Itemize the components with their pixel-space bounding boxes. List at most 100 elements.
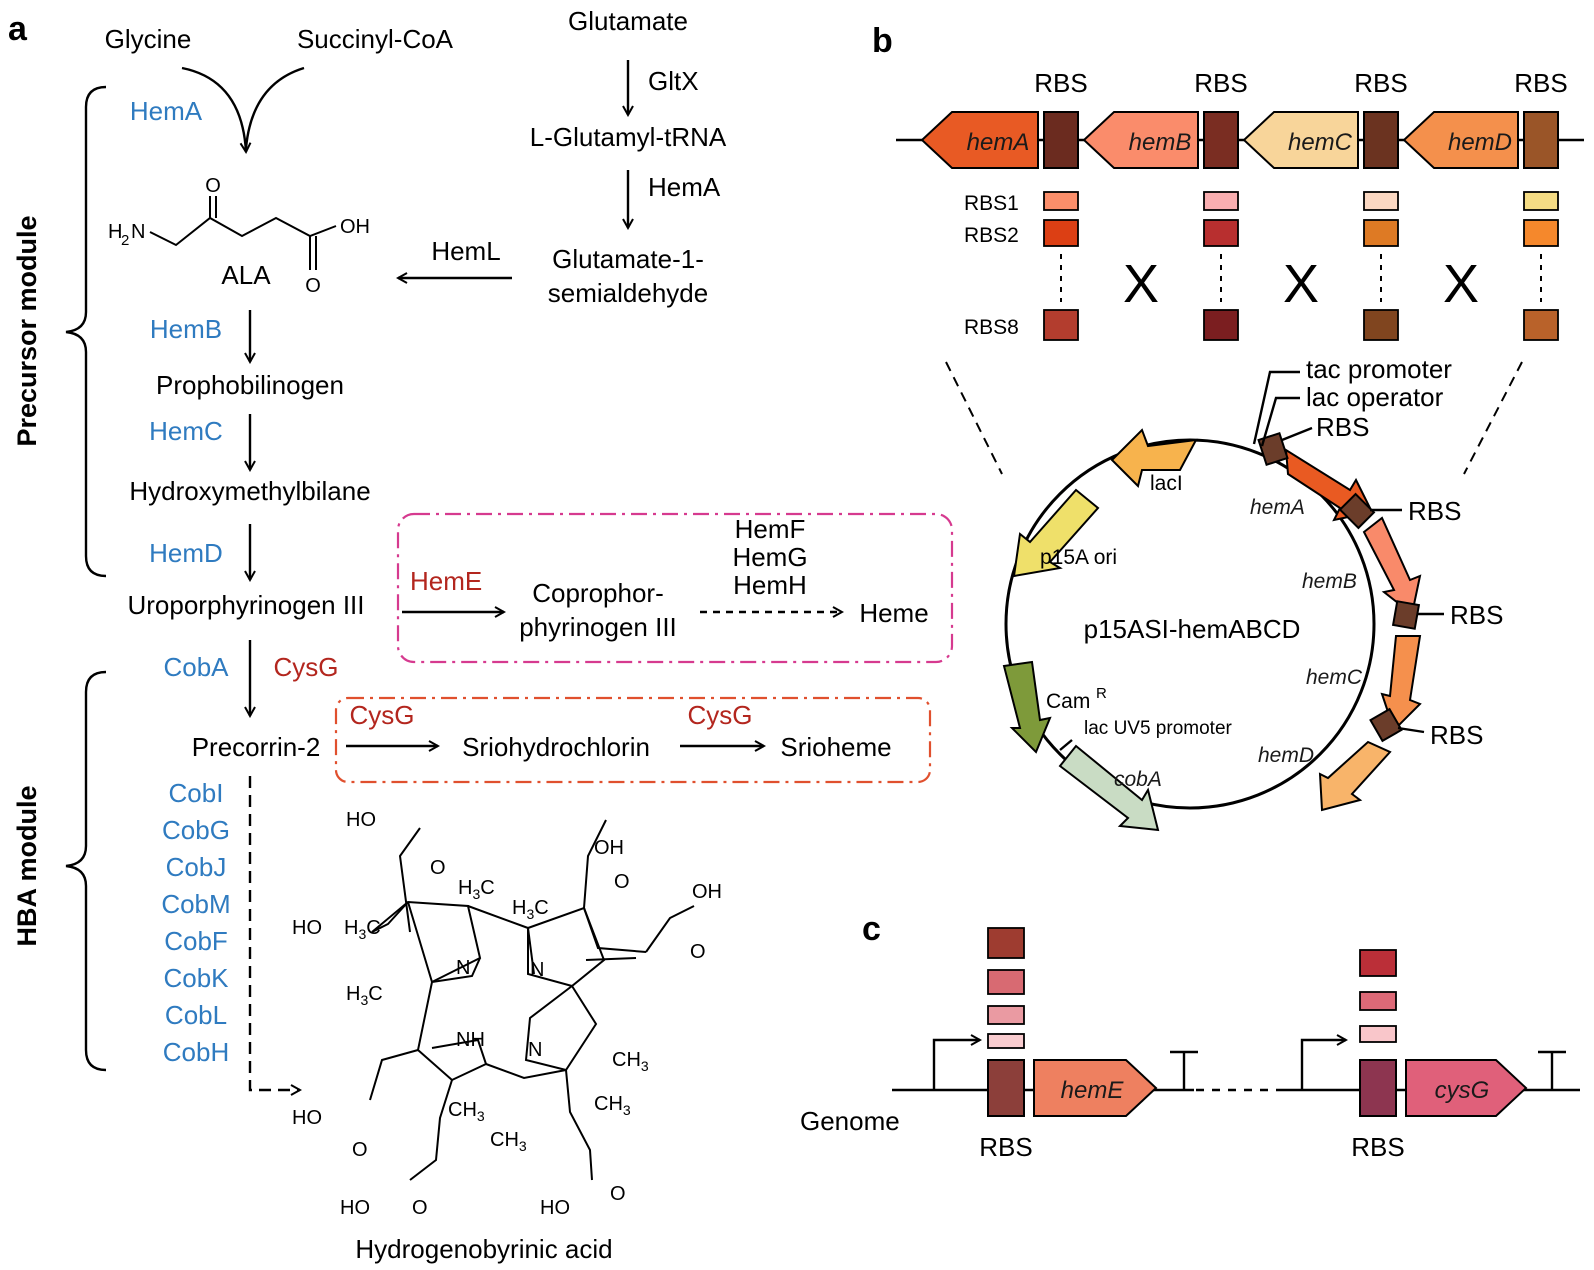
hba-ho-bottom-left: HO xyxy=(292,1107,322,1129)
enzyme-cysg: CysG xyxy=(274,652,339,682)
hba-ch3-3: CH3 xyxy=(448,1099,485,1124)
hba-n-2: N xyxy=(530,959,544,981)
operon-rbs-label-3: RBS xyxy=(1354,68,1407,98)
gene-hemA-label: hemA xyxy=(967,129,1030,156)
operon-rbs-4 xyxy=(1523,111,1559,169)
hba-nh: NH xyxy=(456,1029,485,1051)
rbs-leader-1 xyxy=(1281,426,1313,442)
plasmid-cobA-arrow xyxy=(1058,744,1160,832)
panel-label-a: a xyxy=(8,10,28,48)
hba-n-1: N xyxy=(456,957,470,979)
gene-hemE-arrow xyxy=(1033,1059,1158,1117)
promoter-arrow-right xyxy=(1300,1040,1346,1090)
enzyme-cobj: CobJ xyxy=(166,852,227,882)
operon-rbs-3 xyxy=(1363,111,1399,169)
coproporphyrinogen-line1: Coprophor- xyxy=(532,578,664,608)
plasmid-cam-label: Cam xyxy=(1046,690,1090,713)
porphobilinogen-label: Prophobilinogen xyxy=(156,370,344,400)
plasmid-hemC-arrow xyxy=(1380,635,1422,732)
gene-hemD-label: hemD xyxy=(1448,129,1512,156)
glycine-label: Glycine xyxy=(105,24,192,54)
enzyme-cobm: CobM xyxy=(161,889,230,919)
rbs8-variant-hemB xyxy=(1203,309,1239,341)
heme-label: Heme xyxy=(859,598,928,628)
merge-arrow xyxy=(181,66,246,152)
zoom-line-left xyxy=(945,361,1003,475)
plasmid-lacI-label: lacI xyxy=(1150,472,1183,495)
product-label: Hydrogenobyrinic acid xyxy=(355,1234,612,1264)
plasmid-cobA-label: cobA xyxy=(1114,768,1162,791)
hba-h3c-1: H3C xyxy=(344,917,381,942)
hba-h3c-4: H3C xyxy=(346,983,383,1008)
rbs-variant-label-8: RBS8 xyxy=(964,316,1019,339)
combination-cross-1: X xyxy=(1123,254,1159,314)
hba-o-bottom-1: O xyxy=(412,1197,428,1219)
gene-hemD-arrow xyxy=(1402,111,1519,169)
enzyme-gltx: GltX xyxy=(648,66,699,96)
hba-ho-bottom-2: HO xyxy=(540,1197,570,1219)
right-rbs-option-1 xyxy=(1359,949,1397,977)
enzyme-cobl: CobL xyxy=(165,1000,227,1030)
plasmid-hemC-label: hemC xyxy=(1306,666,1363,689)
plasmid-ori-label: p15A ori xyxy=(1040,546,1117,569)
ala-structure: H 2 N O OH O xyxy=(108,175,370,297)
terminator-right xyxy=(1538,1050,1566,1090)
siroheme-label: Srioheme xyxy=(780,732,891,762)
uroporphyrinogen-label: Uroporphyrinogen III xyxy=(127,590,364,620)
siroheme-branch-box xyxy=(334,696,932,784)
glutamate-semialdehyde-line1: Glutamate-1- xyxy=(552,244,704,274)
glutamate-label: Glutamate xyxy=(568,6,688,36)
enzyme-hemb: HemB xyxy=(150,314,222,344)
enzyme-cobi: CobI xyxy=(169,778,224,808)
enzyme-heml: HemL xyxy=(431,236,500,266)
plasmid-cam-superscript: R xyxy=(1096,685,1107,702)
hba-o-2: O xyxy=(614,871,630,893)
right-rbs-option-2 xyxy=(1359,991,1397,1011)
svg-text:OH: OH xyxy=(340,216,370,238)
left-rbs-option-2 xyxy=(987,969,1025,995)
plasmid-features xyxy=(1002,428,1422,832)
ala-label: ALA xyxy=(221,260,271,290)
plasmid-rbs-label-3: RBS xyxy=(1450,600,1503,630)
tac-promoter-leader xyxy=(1252,370,1300,445)
left-genome-rbs xyxy=(987,1059,1025,1117)
gene-cysG-arrow xyxy=(1405,1059,1528,1117)
hba-o-3: O xyxy=(690,941,706,963)
hba-o-1: O xyxy=(430,857,446,879)
enzyme-cobf: CobF xyxy=(164,926,228,956)
glutamate-semialdehyde-line2: semialdehyde xyxy=(548,278,708,308)
rbs1-variant-hemB xyxy=(1203,191,1239,211)
enzyme-heme-e: HemE xyxy=(410,566,482,596)
right-rbs-label: RBS xyxy=(1351,1132,1404,1162)
tac-promoter-label: tac promoter xyxy=(1306,354,1452,384)
plasmid-hemB-label: hemB xyxy=(1302,570,1357,593)
right-genome-rbs xyxy=(1359,1059,1397,1117)
combination-cross-3: X xyxy=(1443,254,1479,314)
rbs8-variant-hemC xyxy=(1363,309,1399,341)
enzyme-hemc: HemC xyxy=(149,416,223,446)
plasmid-rbs-3 xyxy=(1391,600,1421,630)
enzyme-coba: CobA xyxy=(163,652,229,682)
enzyme-hemg: HemG xyxy=(732,542,807,572)
plasmid-lacuv5-label: lac UV5 promoter xyxy=(1084,718,1233,739)
heme-branch-box xyxy=(396,512,954,664)
terminator-left xyxy=(1170,1050,1198,1090)
coproporphyrinogen-line2: phyrinogen III xyxy=(519,612,677,642)
rbs-variant-label-1: RBS1 xyxy=(964,192,1019,215)
rbs-leader-4 xyxy=(1397,726,1425,734)
hba-o-bottom-2: O xyxy=(610,1183,626,1205)
plasmid-rbs-2 xyxy=(1338,492,1376,530)
hba-oh-2: OH xyxy=(594,837,624,859)
zoom-line-right xyxy=(1463,361,1523,475)
enzyme-cobk: CobK xyxy=(163,963,229,993)
svg-text:N: N xyxy=(131,221,145,243)
gene-hemA-arrow xyxy=(920,111,1039,169)
enzyme-cobg: CobG xyxy=(162,815,230,845)
rbs2-variant-hemC xyxy=(1363,219,1399,247)
plasmid-rbs-label-4: RBS xyxy=(1430,720,1483,750)
hba-ch3-4: CH3 xyxy=(490,1129,527,1154)
gene-hemB-arrow xyxy=(1082,111,1199,169)
combination-cross-2: X xyxy=(1283,254,1319,314)
promoter-arrow-left xyxy=(932,1040,980,1090)
